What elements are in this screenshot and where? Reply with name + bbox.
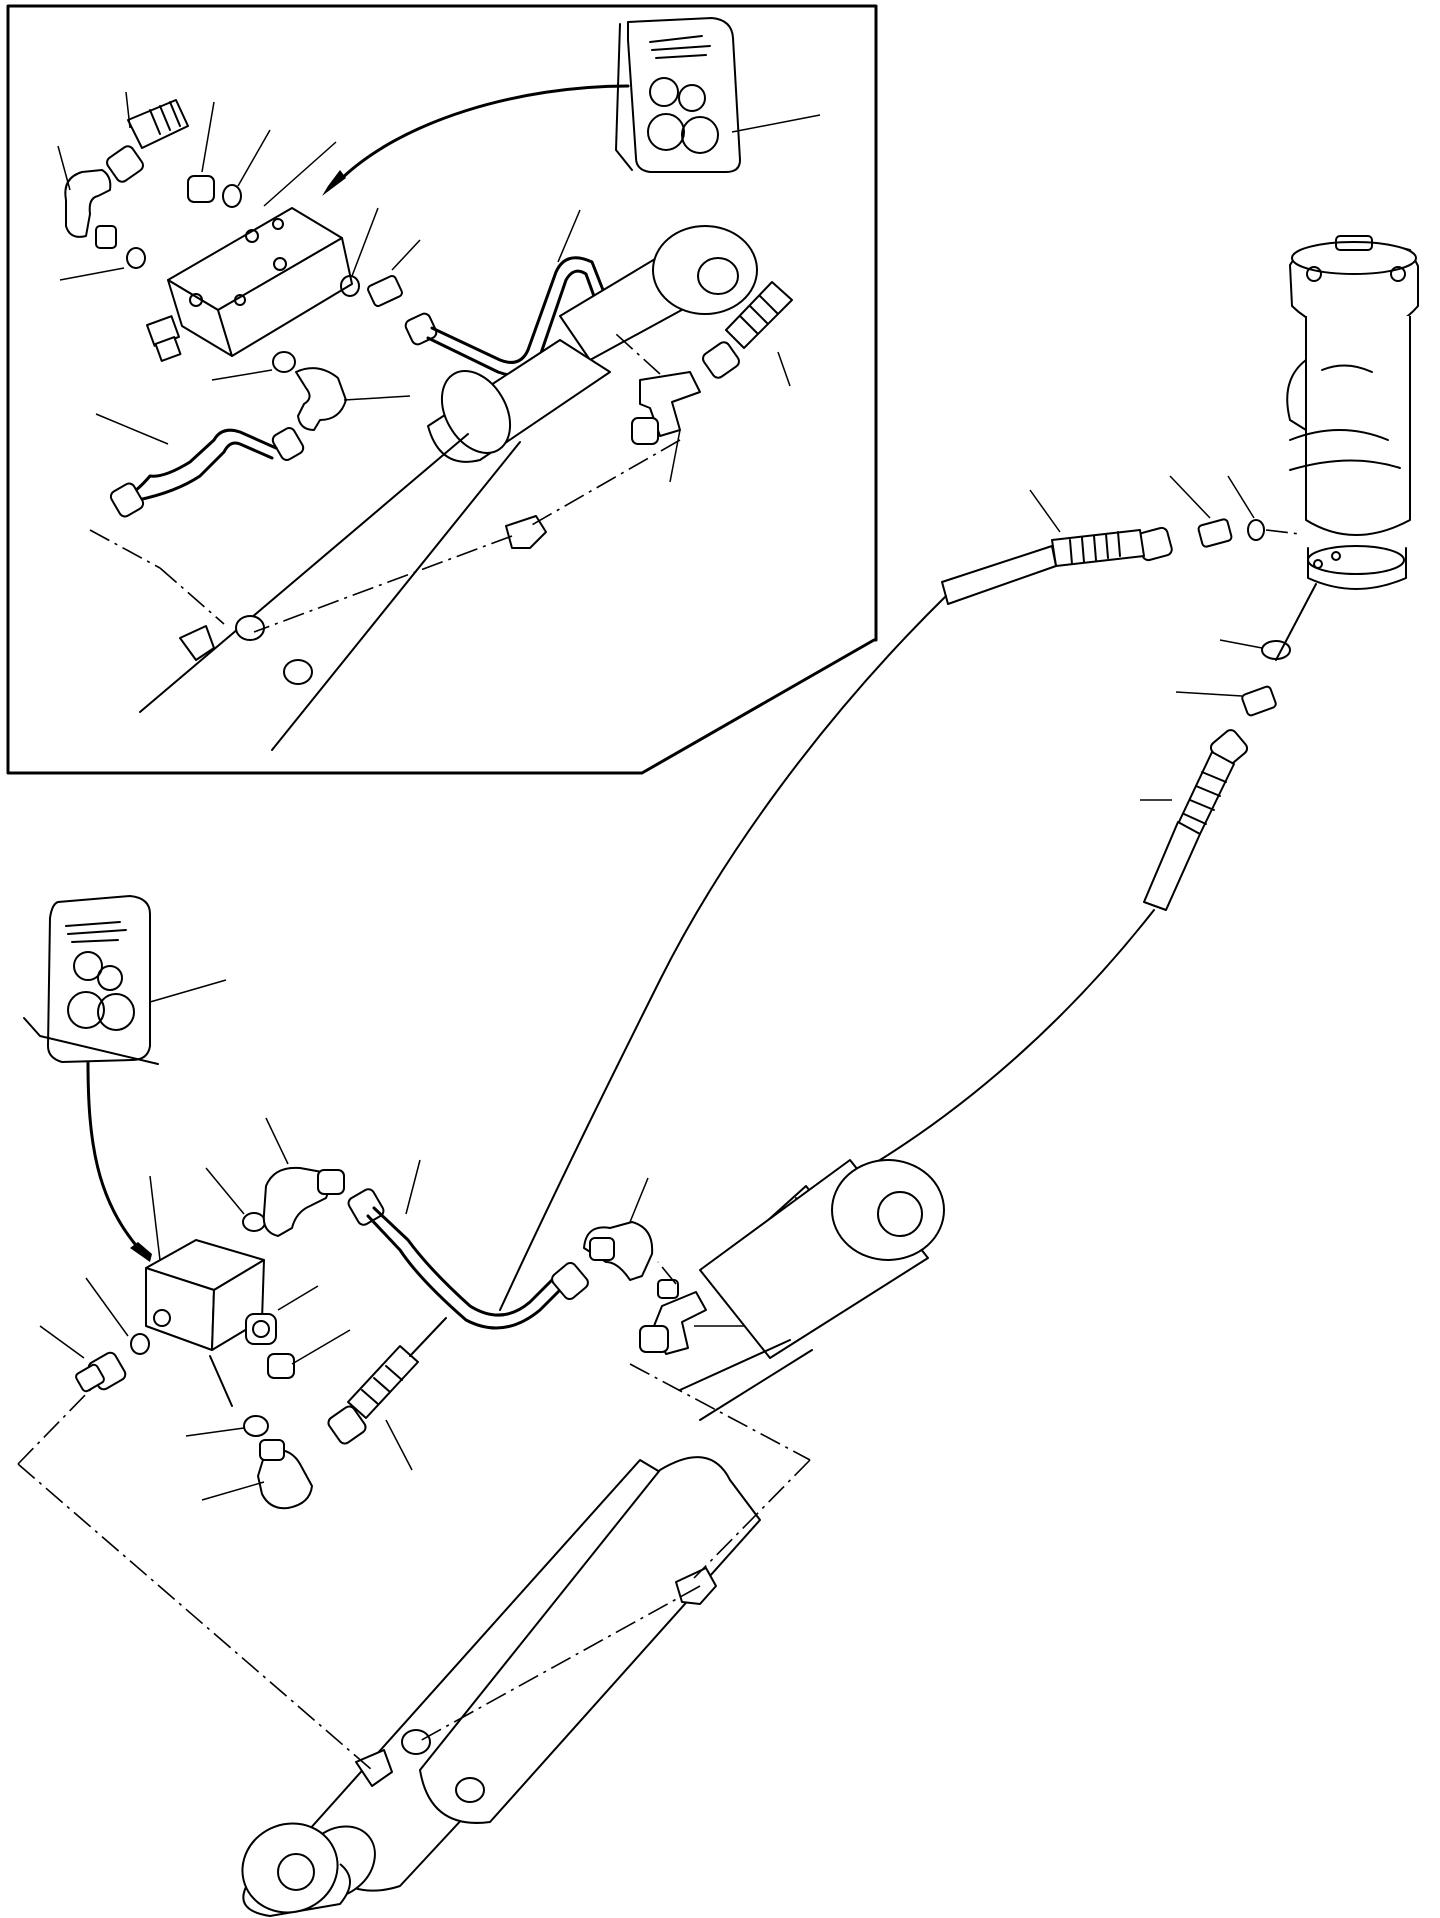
inset-adapter: [367, 239, 421, 307]
inset-cap-nut: [187, 101, 215, 203]
su-adapter-lower: [1175, 685, 1277, 717]
su-adapter: [1169, 475, 1233, 548]
steering-unit: [1286, 235, 1419, 590]
su-o-ring-lower: [1219, 583, 1317, 661]
inset-steering-cylinder: [139, 225, 758, 751]
inset-o-ring-a: [222, 129, 271, 208]
su-hose-lower: [1140, 729, 1249, 911]
inset-hose-right: [702, 281, 793, 387]
hose-lower-left: [327, 1317, 447, 1471]
su-o-ring: [1227, 475, 1301, 541]
alignment-lines: [17, 1363, 811, 1771]
instruction-decal: [23, 895, 227, 1065]
long-hose-a: [499, 595, 947, 1311]
elbow-lower: [201, 1439, 313, 1510]
inset-cylinder-fittings: [89, 439, 681, 685]
o-ring-left: [85, 1277, 150, 1355]
o-ring-lower: [185, 1355, 269, 1437]
tube-main: [347, 1159, 589, 1330]
elbow-top: [262, 1117, 345, 1237]
inset-elbow-lower: [295, 367, 411, 431]
o-ring-block-top: [205, 1167, 266, 1232]
inset-elbow-fitting: [57, 145, 117, 249]
inset-tee-fitting: [615, 333, 701, 483]
steering-cylinder: [241, 1159, 945, 1917]
cap-nuts: [245, 1285, 351, 1379]
inset-hose-fitting: [106, 91, 189, 183]
elbow-right: [583, 1177, 654, 1281]
cylinder-fittings: [355, 1567, 717, 1803]
inset-decal-arrow: [322, 84, 630, 196]
inset-valve-block: [146, 141, 353, 362]
adapter-left: [39, 1325, 127, 1393]
inset-tube-lower: [95, 413, 305, 518]
inset-instruction-decal: [615, 17, 821, 173]
su-hose-upper: [941, 489, 1173, 605]
inset-o-ring-b: [59, 247, 146, 281]
inset-o-ring-d: [211, 351, 296, 381]
valve-block: [145, 1175, 265, 1351]
decal-arrow: [86, 1060, 152, 1262]
inset-o-ring-c: [340, 207, 379, 297]
